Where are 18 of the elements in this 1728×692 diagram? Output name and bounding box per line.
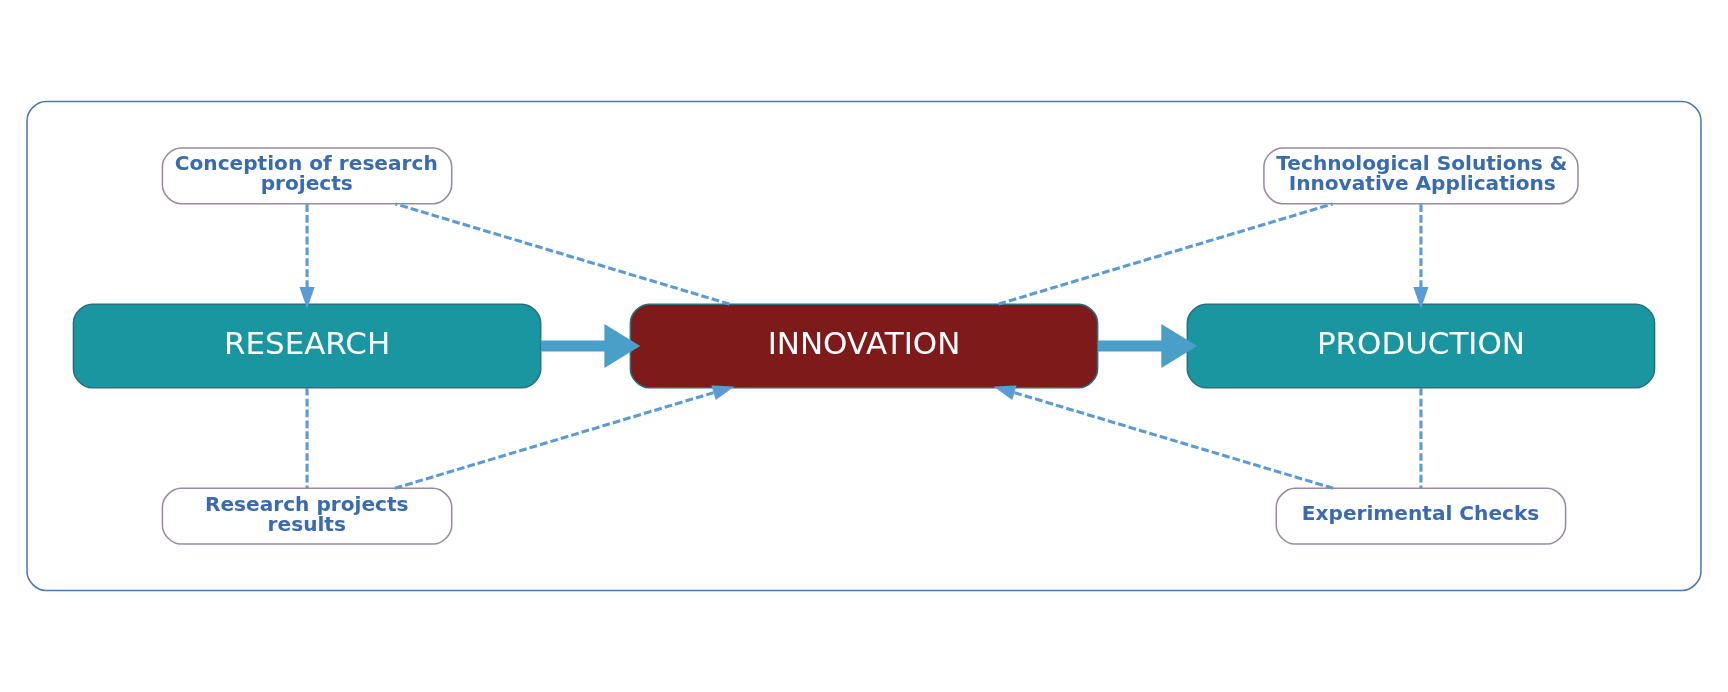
node-box: Experimental Checks	[1275, 487, 1567, 545]
arrow	[1097, 324, 1198, 368]
connector	[1419, 388, 1423, 489]
node-box: INNOVATION	[629, 303, 1099, 389]
arrow	[993, 385, 1334, 490]
connector	[998, 202, 1334, 306]
arrow	[299, 204, 315, 309]
cluster	[26, 100, 1702, 592]
arrow	[540, 324, 641, 368]
node-box: RESEARCH	[72, 303, 542, 389]
arrow	[1413, 204, 1429, 309]
node-box: Technological Solutions & Innovative Applications	[1263, 147, 1579, 205]
node-box: PRODUCTION	[1186, 303, 1656, 389]
arrow	[394, 385, 735, 490]
connector	[394, 202, 730, 306]
node-box: Conception of research projects	[161, 147, 453, 205]
connector	[305, 388, 309, 489]
node-box: Research projects results	[161, 487, 453, 545]
